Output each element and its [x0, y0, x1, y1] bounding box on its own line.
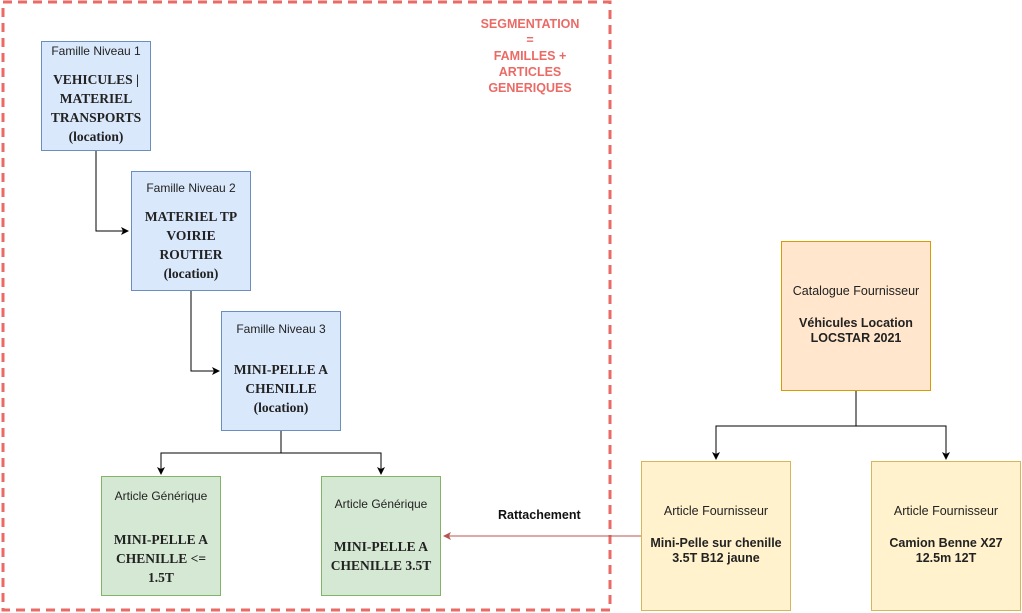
catalogue-fournisseur-name: Véhicules Location LOCSTAR 2021 — [799, 316, 913, 345]
famille-niveau-3-name: MINI-PELLE A CHENILLE (location) — [233, 362, 329, 415]
edge-famille3-generique1 — [157, 431, 282, 475]
article-generique-1-label: Article Générique — [114, 489, 208, 503]
edge-famille2-famille3 — [190, 291, 220, 375]
article-fournisseur-2[interactable]: Article Fournisseur Camion Benne X27 12.… — [871, 461, 1021, 611]
article-fournisseur-1-name: Mini-Pelle sur chenille 3.5T B12 jaune — [650, 536, 782, 565]
catalogue-fournisseur-label: Catalogue Fournisseur — [792, 284, 920, 298]
segmentation-label: SEGMENTATION = FAMILLES + ARTICLES GENER… — [480, 17, 580, 95]
catalogue-fournisseur[interactable]: Catalogue Fournisseur Véhicules Location… — [781, 241, 931, 391]
rattachement-label: Rattachement — [498, 508, 581, 522]
famille-niveau-3-label: Famille Niveau 3 — [236, 322, 326, 336]
famille-niveau-2-name: MATERIEL TP VOIRIE ROUTIER (location) — [144, 209, 238, 281]
famille-niveau-1-label: Famille Niveau 1 — [51, 44, 141, 58]
edge-famille3-generique2 — [281, 452, 385, 475]
article-fournisseur-1[interactable]: Article Fournisseur Mini-Pelle sur cheni… — [641, 461, 791, 611]
article-generique-2[interactable]: Article Générique MINI-PELLE A CHENILLE … — [321, 476, 441, 596]
article-generique-2-label: Article Générique — [334, 497, 428, 511]
article-generique-1-name: MINI-PELLE A CHENILLE <= 1.5T — [113, 532, 209, 585]
segmentation-boundary — [1, 0, 612, 612]
article-generique-2-name: MINI-PELLE A CHENILLE 3.5T — [330, 539, 432, 573]
famille-niveau-3[interactable]: Famille Niveau 3 MINI-PELLE A CHENILLE (… — [221, 311, 341, 431]
famille-niveau-1-name: VEHICULES | MATERIEL TRANSPORTS (locatio… — [50, 72, 142, 144]
famille-niveau-1[interactable]: Famille Niveau 1 VEHICULES | MATERIEL TR… — [41, 41, 151, 151]
edge-famille1-famille2 — [95, 151, 129, 235]
famille-niveau-2[interactable]: Famille Niveau 2 MATERIEL TP VOIRIE ROUT… — [131, 171, 251, 291]
article-fournisseur-1-label: Article Fournisseur — [663, 504, 769, 518]
article-fournisseur-2-label: Article Fournisseur — [893, 504, 999, 518]
article-fournisseur-2-name: Camion Benne X27 12.5m 12T — [889, 536, 1003, 565]
edge-catalogue-fournisseur2 — [856, 425, 950, 460]
famille-niveau-2-label: Famille Niveau 2 — [146, 181, 236, 195]
article-generique-1[interactable]: Article Générique MINI-PELLE A CHENILLE … — [101, 476, 221, 596]
edge-catalogue-fournisseur1 — [712, 391, 857, 460]
